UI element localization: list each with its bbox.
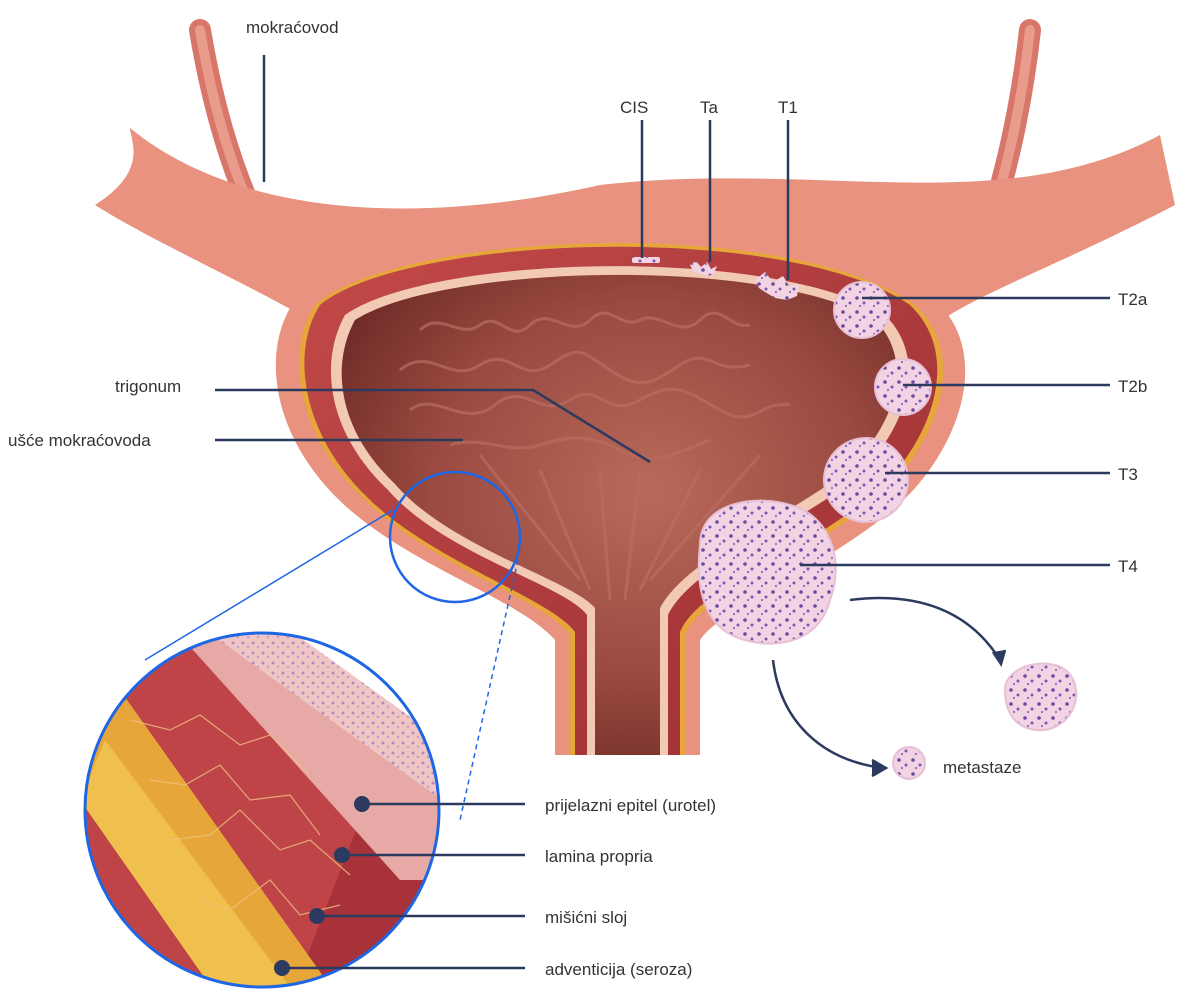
label-muscle-layer: mišićni sloj — [545, 908, 627, 927]
tumor-t3 — [824, 438, 908, 522]
label-metastases: metastaze — [943, 758, 1021, 777]
metastasis-small — [893, 747, 925, 779]
label-ureteral-orifice: ušće mokraćovoda — [8, 431, 151, 450]
tumor-t2b — [875, 359, 931, 415]
label-adventitia: adventicija (seroza) — [545, 960, 692, 979]
tumor-t2a — [834, 282, 890, 338]
metastasis-large — [1005, 664, 1076, 731]
label-t2b: T2b — [1118, 377, 1147, 396]
label-t1: T1 — [778, 98, 798, 117]
label-ta: Ta — [700, 98, 719, 117]
label-ureter: mokraćovod — [246, 18, 339, 37]
tumor-t4 — [699, 501, 836, 644]
label-urothelium: prijelazni epitel (urotel) — [545, 796, 716, 815]
label-lamina-propria: lamina propria — [545, 847, 653, 866]
tumor-cis — [632, 257, 660, 263]
label-t3: T3 — [1118, 465, 1138, 484]
label-cis: CIS — [620, 98, 648, 117]
label-t4: T4 — [1118, 557, 1138, 576]
label-t2a: T2a — [1118, 290, 1148, 309]
label-trigone: trigonum — [115, 377, 181, 396]
